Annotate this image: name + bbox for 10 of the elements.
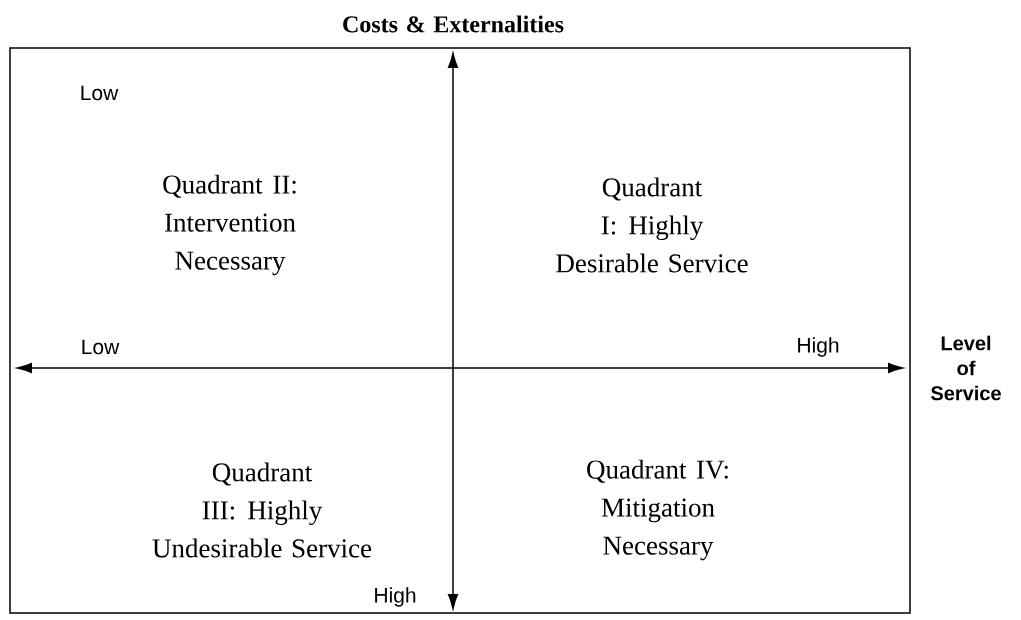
axis-end-label: Low	[81, 85, 119, 101]
axis-title: Costs & Externalities	[343, 15, 564, 33]
quadrant-label: Quadrant IV: Mitigation Necessary	[587, 459, 728, 561]
axis-end-label: High	[375, 587, 416, 607]
axis-end-label: Low	[82, 339, 120, 355]
quadrant-label: Quadrant I: Highly Desirable Service	[556, 177, 748, 273]
quadrant-label: Quadrant II: Intervention Necessary	[163, 174, 296, 276]
axis-title: Level of Service	[931, 335, 1001, 401]
quadrant-label: Quadrant III: Highly Undesirable Service	[152, 462, 372, 558]
axis-end-label: High	[798, 337, 839, 357]
